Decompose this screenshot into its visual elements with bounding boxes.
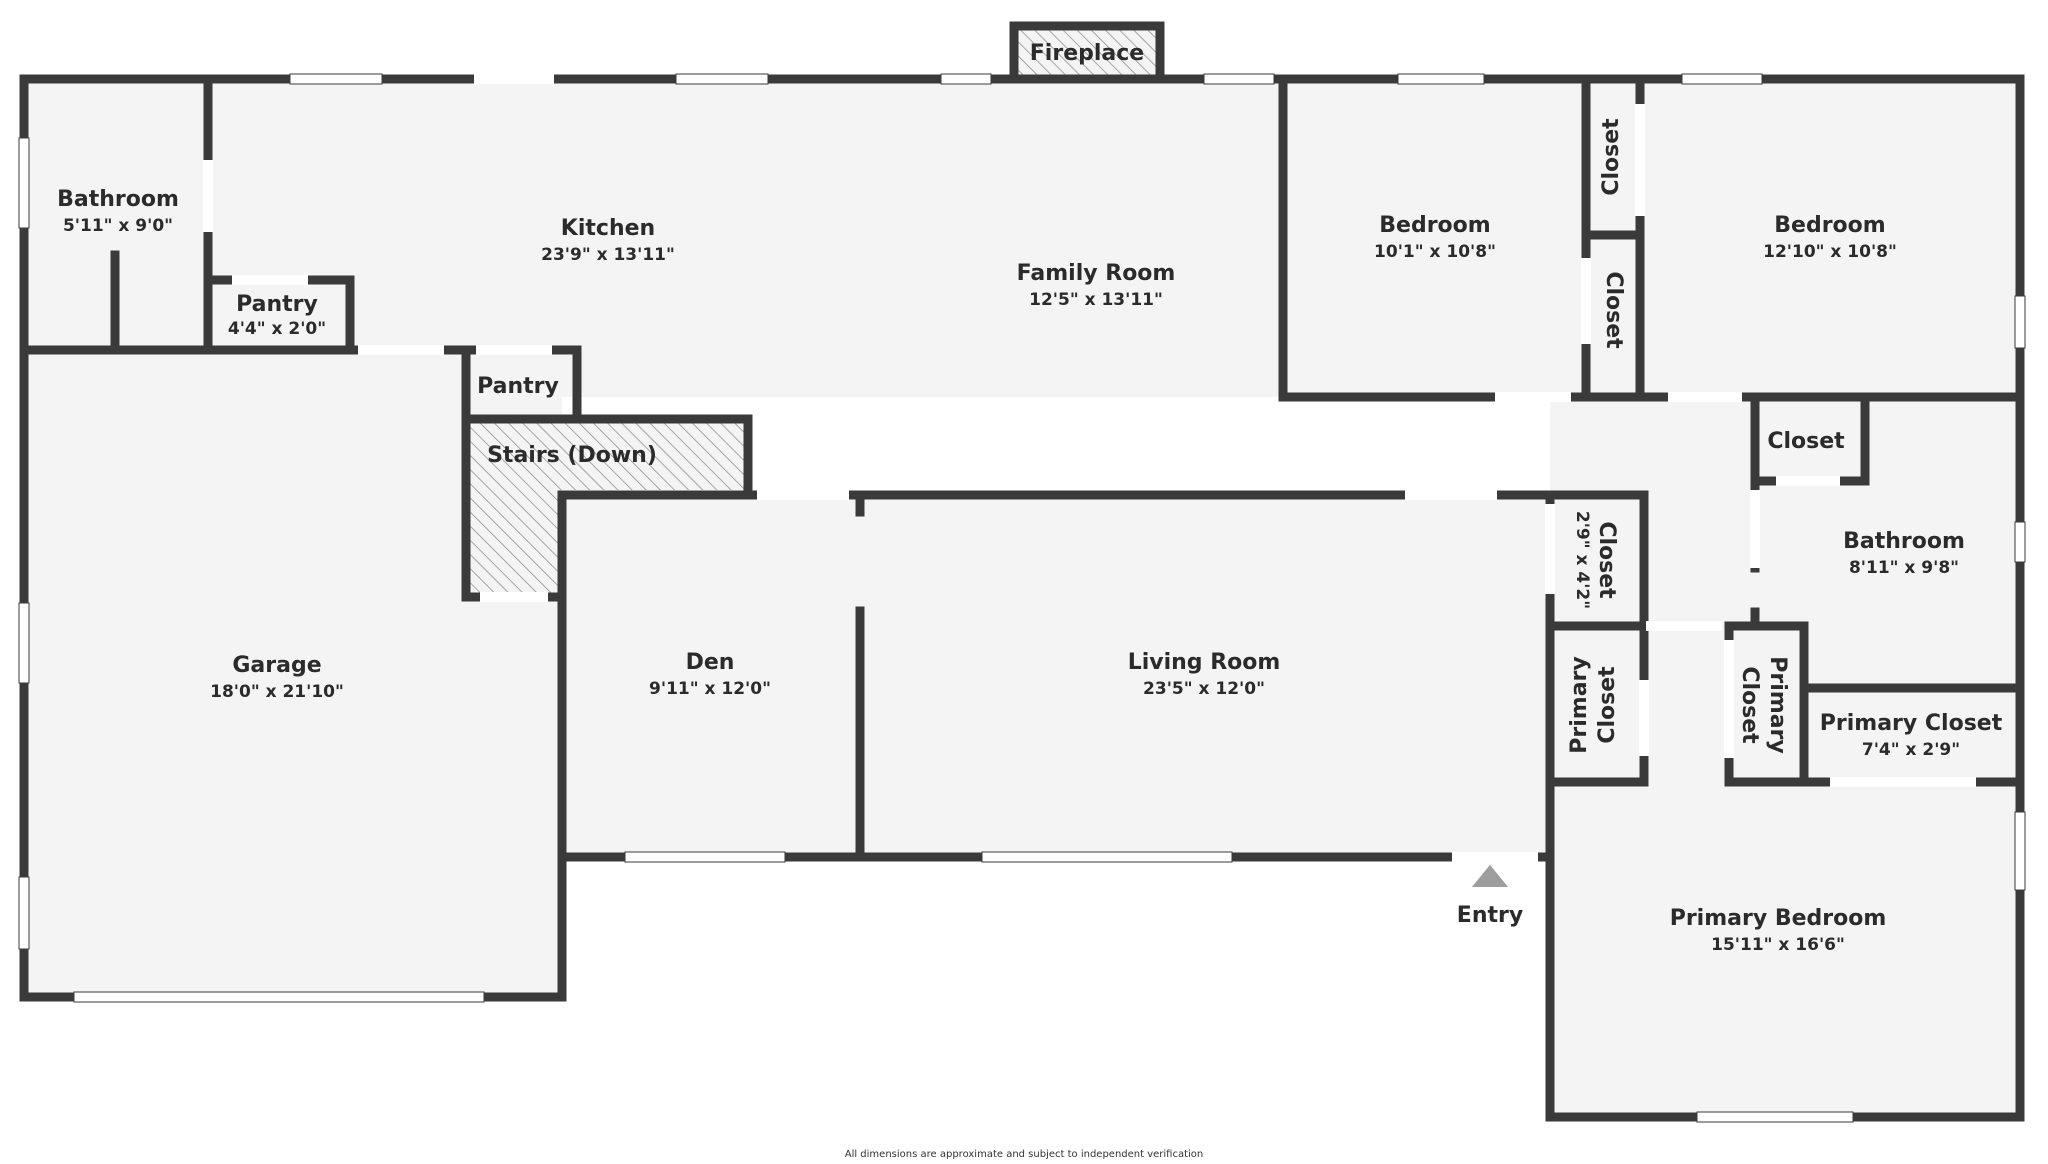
closet-bath-name: Closet	[1767, 429, 1845, 454]
fireplace-label: Fireplace	[1030, 41, 1144, 66]
window	[1696, 1111, 1854, 1123]
stairs-hatch	[467, 419, 745, 490]
door-opening	[203, 160, 213, 232]
door-opening	[476, 345, 552, 355]
primary-closet-c-name: Primary Closet	[1820, 711, 2003, 736]
bathroom-right-name: Bathroom	[1843, 529, 1965, 554]
window	[1397, 73, 1485, 85]
room-labels: Fireplace Bathroom 5'11" x 9'0" Kitchen …	[57, 41, 2003, 1160]
primary-closet-a-line2: Closet	[1595, 666, 1620, 744]
window	[2014, 811, 2026, 891]
entry-marker	[1472, 865, 1508, 887]
garage-dims: 18'0" x 21'10"	[210, 682, 344, 702]
bedroom-2-dims: 12'10" x 10'8"	[1763, 242, 1897, 262]
kitchen-name: Kitchen	[561, 216, 655, 241]
window	[1203, 73, 1275, 85]
door-opening	[1830, 777, 1976, 787]
family-room-name: Family Room	[1017, 261, 1176, 286]
door-opening	[1639, 680, 1649, 756]
closet-top-name: Closet	[1599, 118, 1624, 196]
door-opening	[1581, 258, 1591, 344]
pantry-2-name: Pantry	[477, 374, 559, 399]
window	[73, 991, 485, 1003]
window	[2014, 295, 2026, 349]
bathroom-right-dims: 8'11" x 9'8"	[1849, 558, 1959, 578]
den-name: Den	[686, 650, 735, 675]
primary-closet-b-line1: Primary	[1765, 656, 1790, 753]
window	[675, 73, 769, 85]
living-room-name: Living Room	[1128, 650, 1281, 675]
door-opening	[358, 345, 444, 355]
garage-name: Garage	[232, 653, 321, 678]
floor-hall	[1550, 397, 2020, 1117]
floor-main	[24, 79, 2020, 397]
primary-closet-b-line2: Closet	[1737, 666, 1762, 744]
door-opening	[1750, 490, 1760, 568]
family-room-dims: 12'5" x 13'11"	[1029, 290, 1163, 310]
door-opening	[232, 275, 308, 285]
living-room-dims: 23'5" x 12'0"	[1143, 679, 1265, 699]
door-opening	[1668, 392, 1742, 402]
window	[940, 73, 992, 85]
window	[1681, 73, 1763, 85]
window	[18, 137, 30, 229]
closet-hall-name: Closet	[1594, 521, 1619, 599]
door-opening	[474, 74, 554, 84]
pantry-small-name: Pantry	[236, 292, 318, 317]
bedroom-2-name: Bedroom	[1774, 213, 1885, 238]
closet-mid-name: Closet	[1601, 271, 1626, 349]
primary-bedroom-name: Primary Bedroom	[1670, 906, 1887, 931]
window	[2014, 521, 2026, 563]
door-opening	[1452, 852, 1538, 862]
den-dims: 9'11" x 12'0"	[649, 679, 771, 699]
closet-hall-dims: 2'9" x 4'2"	[1572, 511, 1592, 609]
door-opening	[480, 592, 548, 602]
door-opening	[1635, 104, 1645, 216]
pantry-small-dims: 4'4" x 2'0"	[228, 319, 326, 339]
kitchen-dims: 23'9" x 13'11"	[541, 245, 675, 265]
window	[289, 73, 383, 85]
window	[18, 876, 30, 950]
bedroom-1-dims: 10'1" x 10'8"	[1374, 242, 1496, 262]
entry-label: Entry	[1457, 903, 1523, 928]
stairs-name: Stairs (Down)	[487, 443, 657, 468]
primary-closet-c-dims: 7'4" x 2'9"	[1862, 740, 1960, 760]
floor-den-living	[562, 495, 1550, 857]
bedroom-1-name: Bedroom	[1379, 213, 1490, 238]
door-opening	[1724, 640, 1734, 758]
door-opening	[1405, 490, 1497, 500]
stairs-hatch-lower	[467, 490, 558, 593]
floor-areas	[24, 26, 2020, 1117]
door-opening	[757, 490, 849, 500]
wall-fireplace	[1009, 21, 1165, 84]
window	[624, 851, 786, 863]
window	[981, 851, 1233, 863]
bathroom-left-name: Bathroom	[57, 187, 179, 212]
window	[18, 602, 30, 684]
disclaimer-text: All dimensions are approximate and subje…	[845, 1149, 1204, 1160]
door-opening	[1545, 504, 1555, 594]
openings	[18, 73, 2026, 1123]
floor-fireplace	[1012, 26, 1158, 76]
door-opening	[1776, 476, 1840, 486]
primary-closet-a-line1: Primary	[1567, 656, 1592, 753]
door-opening	[1646, 621, 1722, 631]
door-opening	[1495, 392, 1571, 402]
wall-stairs-top	[461, 414, 753, 500]
bathroom-left-dims: 5'11" x 9'0"	[63, 216, 173, 236]
primary-bedroom-dims: 15'11" x 16'6"	[1711, 935, 1845, 955]
